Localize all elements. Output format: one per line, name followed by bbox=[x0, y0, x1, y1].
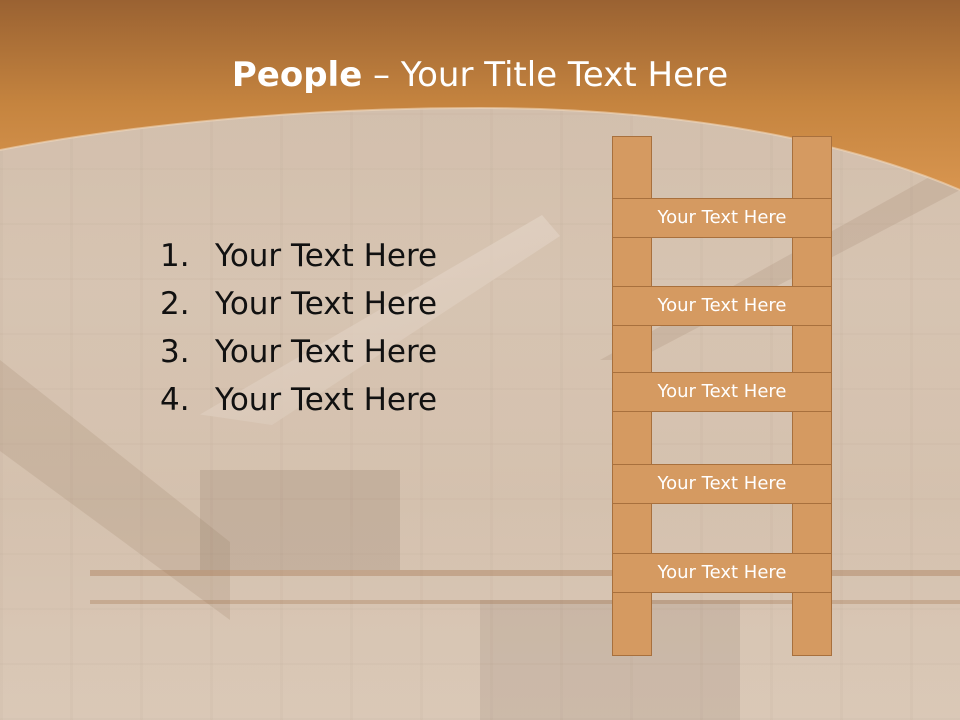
list-text: Your Text Here bbox=[215, 382, 438, 418]
title-banner-shape bbox=[0, 0, 960, 191]
background-railing bbox=[90, 600, 960, 604]
list-item: 3. Your Text Here bbox=[160, 328, 437, 376]
ladder-step-1: Your Text Here bbox=[612, 198, 832, 238]
list-item: 1. Your Text Here bbox=[160, 232, 437, 280]
list-item: 2. Your Text Here bbox=[160, 280, 437, 328]
ladder-step-5: Your Text Here bbox=[612, 553, 832, 593]
list-number: 2. bbox=[160, 286, 190, 322]
background-railing bbox=[90, 570, 960, 576]
list-text: Your Text Here bbox=[215, 334, 438, 370]
list-text: Your Text Here bbox=[215, 286, 438, 322]
title-rest: – Your Title Text Here bbox=[362, 55, 729, 95]
ladder-step-3: Your Text Here bbox=[612, 372, 832, 412]
slide-title: People – Your Title Text Here bbox=[0, 52, 960, 98]
title-bold: People bbox=[231, 55, 363, 95]
list-item: 4. Your Text Here bbox=[160, 376, 437, 424]
list-number: 4. bbox=[160, 382, 190, 418]
ladder-step-2: Your Text Here bbox=[612, 286, 832, 326]
title-banner: People – Your Title Text Here bbox=[0, 0, 960, 200]
list-number: 1. bbox=[160, 238, 190, 274]
background-structure bbox=[200, 470, 400, 570]
ladder-step-4: Your Text Here bbox=[612, 464, 832, 504]
numbered-list: 1. Your Text Here 2. Your Text Here 3. Your… bbox=[160, 232, 437, 424]
list-text: Your Text Here bbox=[215, 238, 438, 274]
list-number: 3. bbox=[160, 334, 190, 370]
background-structure bbox=[480, 600, 740, 720]
